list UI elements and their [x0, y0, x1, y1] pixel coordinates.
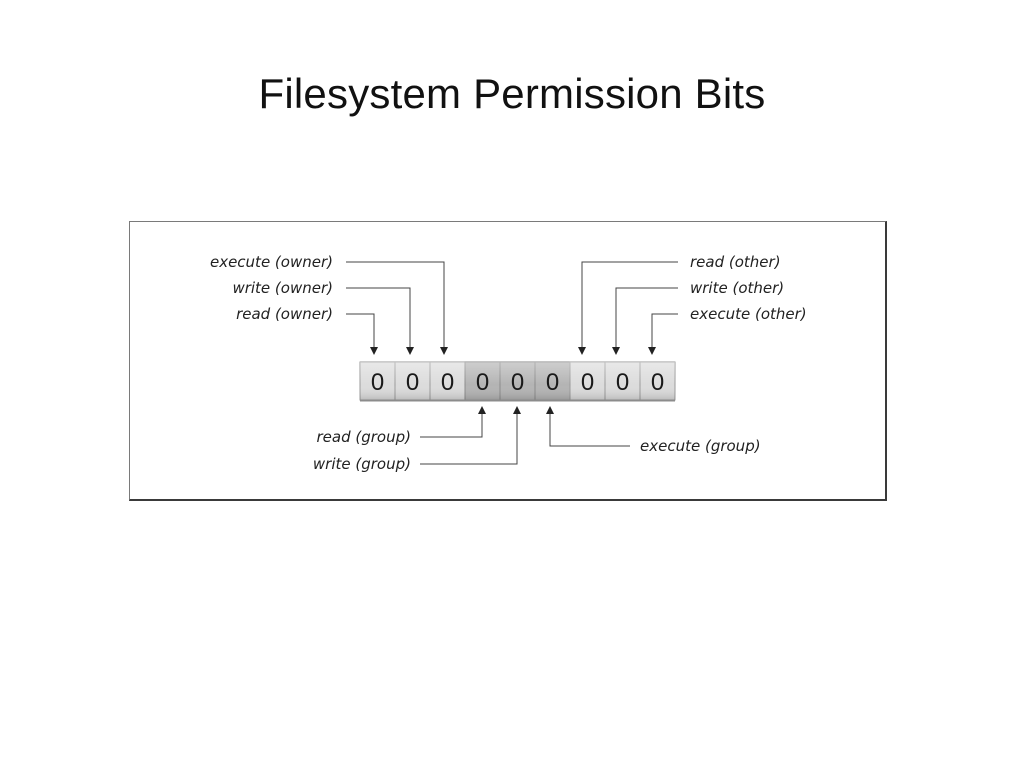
leader-execute-other	[651, 313, 678, 348]
arrowhead-read-owner	[370, 347, 378, 355]
label-execute-other: execute (other)	[690, 305, 807, 323]
slide-title: Filesystem Permission Bits	[258, 70, 766, 117]
label-read-owner: read (owner)	[236, 305, 333, 323]
arrowhead-execute-group	[546, 406, 554, 414]
bit-value-8: 0	[616, 369, 629, 396]
leader-execute-owner	[346, 261, 445, 348]
label-execute-group: execute (group)	[640, 437, 761, 455]
bit-value-9: 0	[651, 369, 664, 396]
bit-value-1: 0	[371, 369, 384, 396]
label-read-group: read (group)	[317, 428, 411, 446]
figure-frame	[129, 221, 887, 501]
arrowhead-execute-other	[648, 347, 656, 355]
bit-row	[359, 361, 676, 402]
label-execute-owner: execute (owner)	[210, 253, 333, 271]
bit-value-5: 0	[511, 369, 524, 396]
leader-write-owner	[346, 287, 411, 348]
leader-write-other	[615, 287, 678, 348]
arrowhead-write-other	[612, 347, 620, 355]
bit-value-7: 0	[581, 369, 594, 396]
leader-read-group	[420, 414, 483, 438]
leader-read-owner	[346, 313, 375, 348]
bit-value-3: 0	[441, 369, 454, 396]
arrowhead-write-group	[513, 406, 521, 414]
arrowhead-read-group	[478, 406, 486, 414]
bit-values: 0 0 0 0 0 0 0 0 0	[371, 369, 664, 396]
bit-value-2: 0	[406, 369, 419, 396]
arrowhead-execute-owner	[440, 347, 448, 355]
bit-value-4: 0	[476, 369, 489, 396]
leader-write-group	[420, 414, 518, 465]
arrowhead-write-owner	[406, 347, 414, 355]
label-read-other: read (other)	[690, 253, 781, 271]
leader-execute-group	[549, 414, 630, 447]
arrowhead-read-other	[578, 347, 586, 355]
label-write-group: write (group)	[313, 455, 411, 473]
bit-row-shading	[360, 362, 675, 400]
label-write-owner: write (owner)	[232, 279, 333, 297]
bit-value-6: 0	[546, 369, 559, 396]
label-write-other: write (other)	[690, 279, 784, 297]
leader-read-other	[581, 261, 678, 348]
